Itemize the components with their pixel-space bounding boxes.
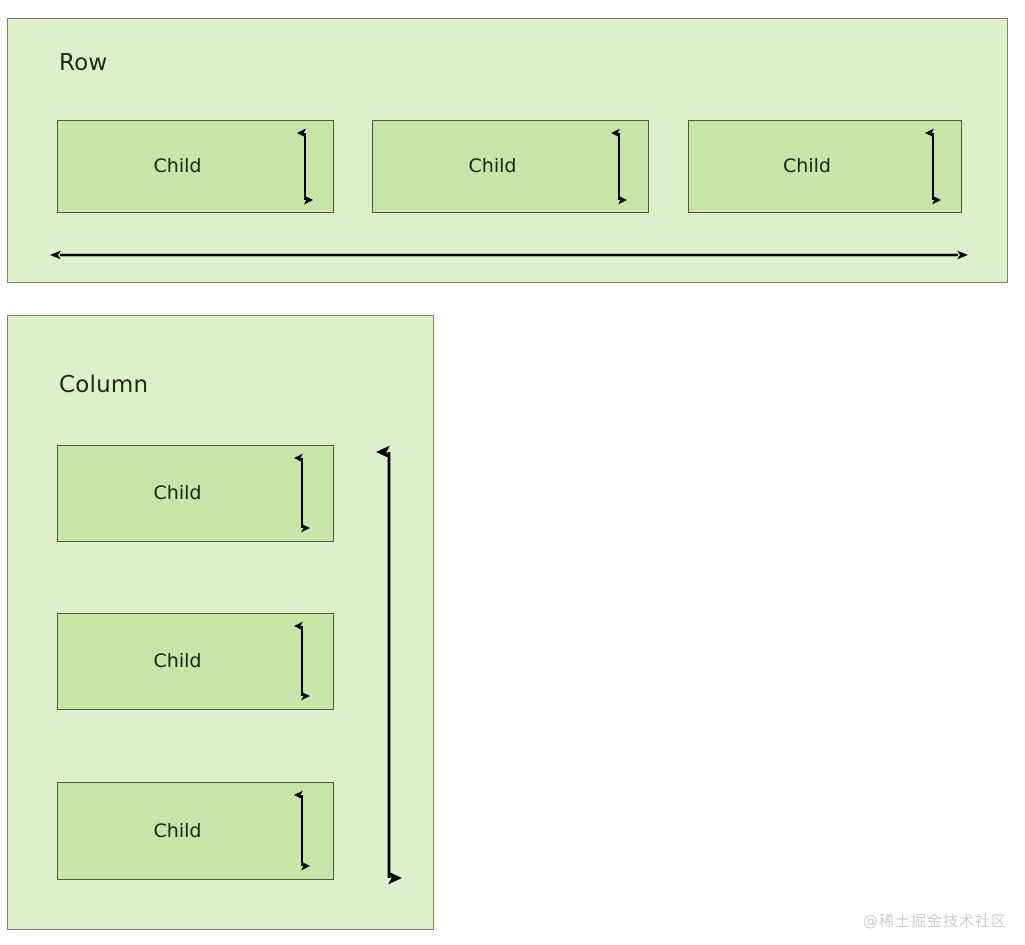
watermark: @稀土掘金技术社区 xyxy=(862,912,1007,930)
child-label: Child xyxy=(153,650,202,672)
column-title: Column xyxy=(59,372,149,398)
child-label: Child xyxy=(783,155,831,177)
column-child-box-2: Child xyxy=(57,613,334,710)
child-label: Child xyxy=(153,155,202,177)
column-child-box-3: Child xyxy=(57,782,334,880)
row-child-box-2: Child xyxy=(372,120,649,213)
row-title: Row xyxy=(59,50,108,76)
row-child-box-3: Child xyxy=(688,120,962,213)
child-label: Child xyxy=(153,482,202,504)
column-child-box-1: Child xyxy=(57,445,334,542)
child-label: Child xyxy=(468,155,517,177)
child-label: Child xyxy=(153,819,202,842)
row-child-box-1: Child xyxy=(57,120,334,213)
